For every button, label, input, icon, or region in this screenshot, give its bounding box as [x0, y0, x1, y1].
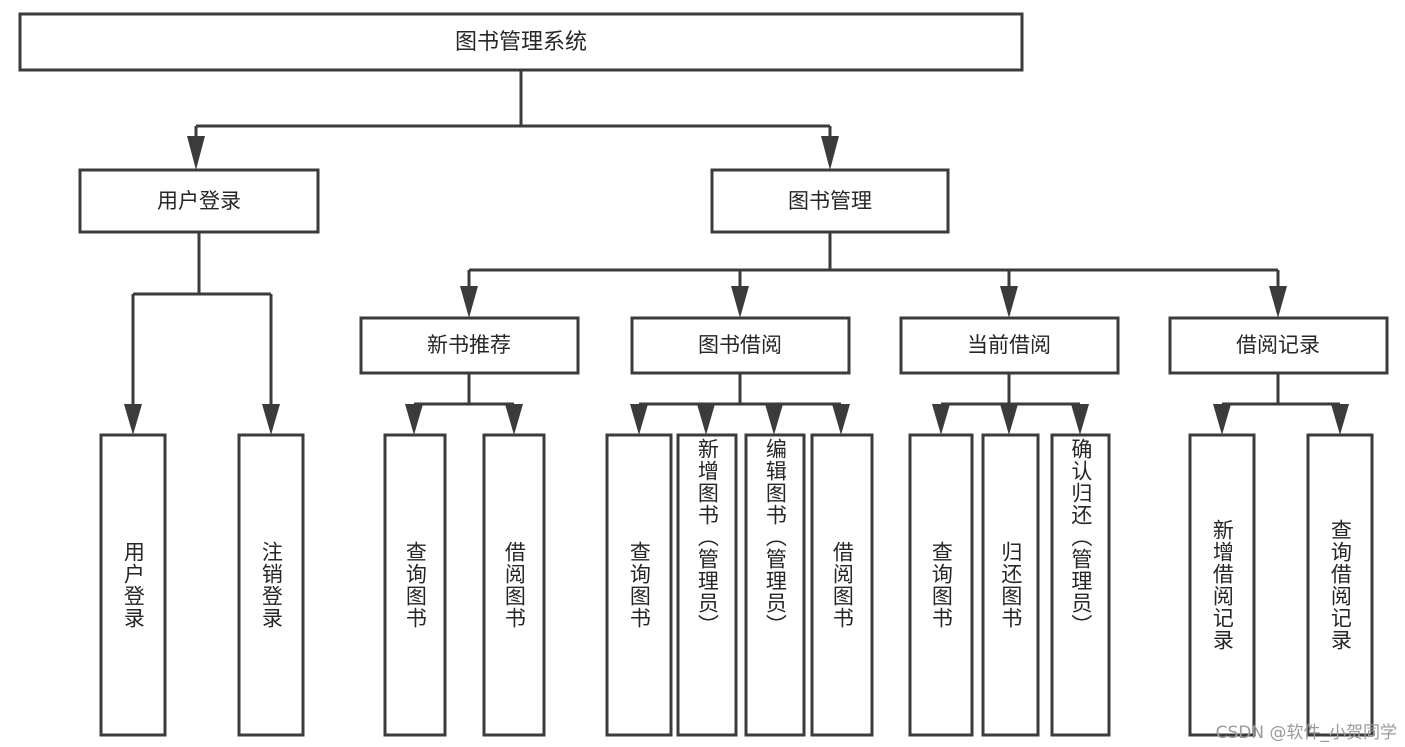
watermark-text: CSDN @软件_小贺同学 — [1215, 723, 1397, 743]
arrow-head-icon — [1213, 404, 1231, 435]
leaf-box — [1188, 433, 1256, 737]
arrow-head-icon — [697, 404, 715, 435]
arrow-head-icon — [124, 404, 142, 435]
node-borrow-record: 借阅记录 — [1168, 316, 1389, 375]
node-book-borrow: 图书借阅 — [630, 316, 851, 375]
leaf-box — [676, 433, 738, 737]
connector-book-borrow-to-leaves — [630, 373, 850, 435]
arrow-head-icon — [1269, 286, 1287, 318]
connector-current-borrow-to-leaves — [932, 373, 1089, 435]
arrow-head-icon — [1000, 404, 1018, 435]
arrow-head-icon — [731, 286, 749, 318]
root-box — [18, 12, 1024, 72]
node-user-login: 用户登录 — [78, 168, 320, 234]
leaf-box — [383, 433, 447, 737]
leaf-box — [810, 433, 874, 737]
book-manage-box-label: 图书管理 — [788, 189, 872, 213]
leaf-box — [605, 433, 673, 737]
leaf-box — [1050, 433, 1111, 737]
connector-new-book-recommend-to-leaves — [405, 373, 523, 435]
new-book-recommend-box — [359, 316, 580, 375]
arrow-head-icon — [832, 404, 850, 435]
arrow-head-icon — [262, 404, 280, 435]
node-new-book-recommend: 新书推荐 — [359, 316, 580, 375]
connector-borrow-record-to-leaves — [1213, 373, 1349, 435]
arrow-head-icon — [460, 286, 478, 318]
arrow-head-icon — [932, 404, 950, 435]
current-borrow-box-label: 当前借阅 — [967, 333, 1051, 357]
leaf-box — [99, 433, 167, 737]
arrow-head-icon — [1331, 404, 1349, 435]
leaf-box — [237, 433, 305, 737]
node-book-manage: 图书管理 — [710, 168, 950, 234]
arrow-head-icon — [187, 136, 205, 170]
root-box-label: 图书管理系统 — [455, 30, 587, 55]
connector-book-manage-to-level3 — [460, 232, 1287, 318]
book-manage-box — [710, 168, 950, 234]
borrow-record-box-label: 借阅记录 — [1236, 333, 1320, 357]
current-borrow-box — [899, 316, 1120, 375]
book-borrow-box — [630, 316, 851, 375]
arrow-head-icon — [405, 404, 423, 435]
connector-root-to-level2 — [187, 70, 839, 170]
book-borrow-box-label: 图书借阅 — [698, 333, 782, 357]
arrow-head-icon — [1000, 286, 1018, 318]
leaf-box — [1306, 433, 1374, 737]
leaf-box — [482, 433, 546, 737]
arrow-head-icon — [630, 404, 648, 435]
connector-user-login-to-leaves — [124, 232, 280, 435]
borrow-record-box — [1168, 316, 1389, 375]
leaf-box — [908, 433, 974, 737]
new-book-recommend-box-label: 新书推荐 — [427, 333, 511, 357]
leaf-box — [744, 433, 806, 737]
node-root: 图书管理系统 — [18, 12, 1024, 72]
arrow-head-icon — [821, 136, 839, 170]
user-login-box-label: 用户登录 — [157, 189, 241, 213]
arrow-head-icon — [1071, 404, 1089, 435]
arrow-head-icon — [505, 404, 523, 435]
node-current-borrow: 当前借阅 — [899, 316, 1120, 375]
leaf-box — [981, 433, 1040, 737]
arrow-head-icon — [765, 404, 783, 435]
